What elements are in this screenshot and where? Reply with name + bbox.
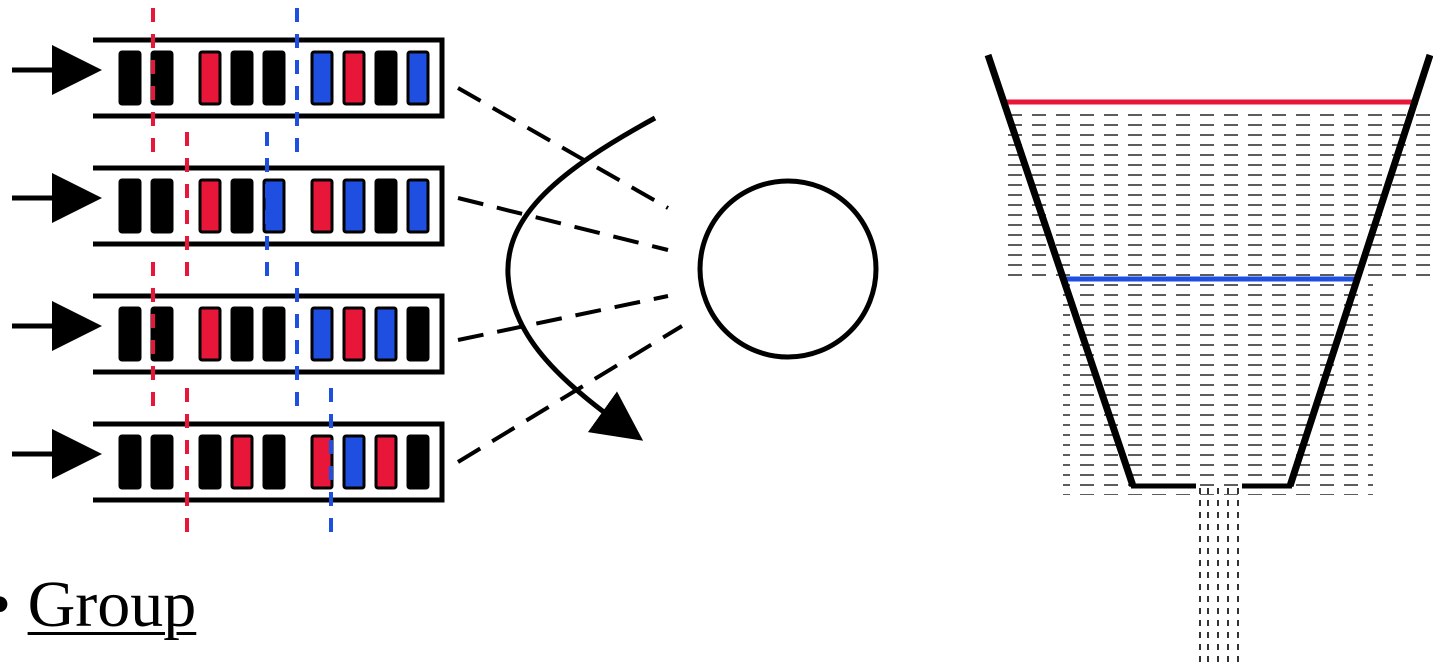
dashed-fan-line: [457, 196, 669, 252]
outflow-stream: [1199, 488, 1239, 666]
bullet-glyph: •: [0, 568, 11, 641]
packet-block: [342, 306, 366, 362]
packet-block: [342, 178, 366, 234]
packet-block: [262, 434, 286, 490]
curved-arrow-icon: [505, 115, 657, 441]
packet-block: [406, 178, 430, 234]
queue-box: [93, 37, 445, 119]
packet-block: [150, 50, 174, 106]
packet-block: [262, 50, 286, 106]
water-upper: [1000, 108, 1433, 280]
scheduler-circle-icon: [697, 178, 879, 360]
packet-block: [198, 434, 222, 490]
packet-block: [118, 434, 142, 490]
packet-block: [118, 50, 142, 106]
queue-box: [93, 421, 445, 503]
packet-block: [342, 434, 366, 490]
packet-block: [198, 178, 222, 234]
tank-left-wall: [984, 53, 1137, 488]
packet-block: [198, 50, 222, 106]
packet-block: [406, 50, 430, 106]
packet-block: [230, 306, 254, 362]
packet-block: [230, 50, 254, 106]
packet-block: [406, 306, 430, 362]
queue-box: [93, 293, 445, 375]
dashed-fan-line: [456, 324, 684, 464]
funnel-tank-icon: [984, 53, 1433, 666]
tank-right-wall: [1286, 53, 1433, 488]
queue-group: [12, 37, 445, 503]
packet-block: [118, 178, 142, 234]
packet-block: [310, 178, 334, 234]
packet-block: [150, 434, 174, 490]
group-label-text: Group: [27, 568, 197, 641]
packet-block: [262, 306, 286, 362]
packet-block: [150, 306, 174, 362]
packet-block: [342, 50, 366, 106]
packet-block: [406, 434, 430, 490]
dashed-fan-line: [457, 294, 669, 342]
queue-row: [12, 165, 445, 247]
group-heading: • Group: [0, 572, 196, 638]
packet-block: [374, 434, 398, 490]
packet-block: [374, 50, 398, 106]
packet-block: [118, 306, 142, 362]
packet-block: [374, 306, 398, 362]
queue-row: [12, 293, 445, 375]
queue-row: [12, 421, 445, 503]
water-lower: [1063, 280, 1373, 495]
queue-row: [12, 37, 445, 119]
packet-block: [310, 50, 334, 106]
packet-block: [230, 178, 254, 234]
packet-block: [198, 306, 222, 362]
packet-block: [374, 178, 398, 234]
packet-block: [310, 306, 334, 362]
packet-block: [150, 178, 174, 234]
dashed-fan-line: [457, 86, 669, 210]
packet-block: [230, 434, 254, 490]
fan-lines: [456, 86, 684, 464]
packet-block: [310, 434, 334, 490]
